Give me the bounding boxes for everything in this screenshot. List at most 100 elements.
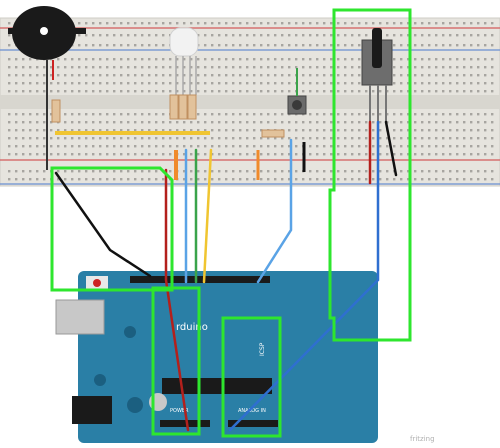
breadboard-hole — [99, 66, 102, 69]
breadboard-hole — [36, 74, 39, 77]
breadboard-hole — [428, 113, 431, 116]
breadboard-hole — [99, 90, 102, 93]
breadboard-hole — [148, 121, 151, 124]
breadboard-hole — [281, 34, 284, 37]
breadboard-hole — [78, 137, 81, 140]
breadboard-hole — [400, 82, 403, 85]
breadboard-hole — [92, 153, 95, 156]
breadboard-hole — [197, 153, 200, 156]
breadboard-hole — [225, 66, 228, 69]
breadboard-hole — [92, 170, 95, 173]
breadboard-hole — [344, 58, 347, 61]
resistor-icon — [51, 94, 285, 138]
breadboard-hole — [428, 153, 431, 156]
breadboard-hole — [260, 137, 263, 140]
breadboard-hole — [134, 90, 137, 93]
breadboard-hole — [316, 58, 319, 61]
breadboard-hole — [232, 22, 235, 25]
breadboard-hole — [470, 170, 473, 173]
breadboard-hole — [421, 145, 424, 148]
breadboard-hole — [22, 129, 25, 132]
breadboard-hole — [78, 34, 81, 37]
breadboard-hole — [274, 145, 277, 148]
breadboard-hole — [407, 113, 410, 116]
breadboard-hole — [183, 22, 186, 25]
breadboard-hole — [64, 121, 67, 124]
breadboard-hole — [29, 66, 32, 69]
breadboard-hole — [232, 66, 235, 69]
buzzer-icon — [8, 6, 86, 170]
breadboard-hole — [449, 153, 452, 156]
breadboard-hole — [442, 58, 445, 61]
breadboard-hole — [435, 82, 438, 85]
breadboard-hole — [442, 170, 445, 173]
breadboard-hole — [29, 82, 32, 85]
breadboard-hole — [456, 170, 459, 173]
breadboard-hole — [204, 34, 207, 37]
breadboard-hole — [491, 113, 494, 116]
breadboard-hole — [29, 178, 32, 181]
breadboard-hole — [57, 74, 60, 77]
breadboard-hole — [183, 74, 186, 77]
breadboard-hole — [169, 153, 172, 156]
breadboard-hole — [22, 58, 25, 61]
breadboard-hole — [197, 22, 200, 25]
breadboard-hole — [449, 66, 452, 69]
breadboard-hole — [428, 178, 431, 181]
breadboard-hole — [316, 137, 319, 140]
breadboard-hole — [253, 58, 256, 61]
breadboard-hole — [260, 145, 263, 148]
breadboard-hole — [169, 66, 172, 69]
breadboard-hole — [106, 113, 109, 116]
breadboard-hole — [274, 90, 277, 93]
breadboard-hole — [134, 129, 137, 132]
breadboard-hole — [246, 90, 249, 93]
breadboard-hole — [57, 90, 60, 93]
breadboard-hole — [281, 121, 284, 124]
breadboard-hole — [204, 58, 207, 61]
breadboard-hole — [407, 90, 410, 93]
breadboard-hole — [8, 90, 11, 93]
breadboard-hole — [274, 178, 277, 181]
breadboard-hole — [155, 34, 158, 37]
breadboard-hole — [302, 129, 305, 132]
breadboard-hole — [323, 90, 326, 93]
breadboard-hole — [351, 66, 354, 69]
breadboard-hole — [365, 22, 368, 25]
breadboard-hole — [316, 178, 319, 181]
breadboard-hole — [393, 44, 396, 47]
breadboard-hole — [162, 129, 165, 132]
breadboard-hole — [477, 22, 480, 25]
breadboard-hole — [442, 121, 445, 124]
breadboard-hole — [85, 90, 88, 93]
breadboard-hole — [246, 129, 249, 132]
breadboard-hole — [295, 170, 298, 173]
breadboard-hole — [141, 121, 144, 124]
breadboard-hole — [127, 178, 130, 181]
breadboard-hole — [484, 121, 487, 124]
breadboard-hole — [64, 58, 67, 61]
breadboard-hole — [260, 44, 263, 47]
breadboard-hole — [491, 22, 494, 25]
breadboard-hole — [323, 170, 326, 173]
breadboard-hole — [365, 121, 368, 124]
breadboard-hole — [288, 153, 291, 156]
breadboard-hole — [141, 153, 144, 156]
breadboard-hole — [232, 153, 235, 156]
breadboard-hole — [141, 22, 144, 25]
breadboard-hole — [351, 44, 354, 47]
breadboard-hole — [442, 44, 445, 47]
breadboard-hole — [407, 137, 410, 140]
breadboard-hole — [120, 145, 123, 148]
breadboard-hole — [337, 74, 340, 77]
breadboard-hole — [491, 153, 494, 156]
breadboard-hole — [414, 34, 417, 37]
breadboard-hole — [351, 121, 354, 124]
breadboard-hole — [134, 113, 137, 116]
breadboard-hole — [421, 90, 424, 93]
breadboard-hole — [225, 74, 228, 77]
breadboard-hole — [400, 137, 403, 140]
breadboard-hole — [22, 74, 25, 77]
breadboard-hole — [120, 178, 123, 181]
